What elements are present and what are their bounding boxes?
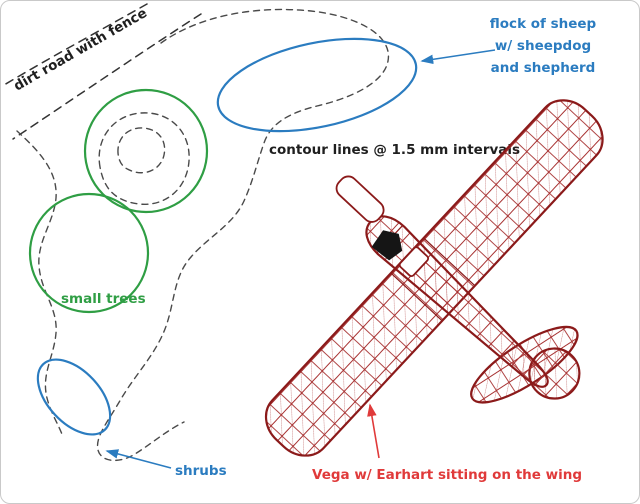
small-trees: small trees	[28, 88, 209, 314]
road-line-lower	[12, 13, 202, 140]
flock-label-line-2: w/ sheepdog	[495, 38, 591, 54]
vega-arrow	[367, 403, 380, 459]
contour-path-main	[96, 8, 390, 461]
vega-plane: Vega w/ Earhart sitting on the wing	[264, 99, 604, 483]
contour-hill-outer	[98, 112, 190, 205]
plane-body-group	[264, 99, 604, 457]
road-label: dirt road with fence	[11, 5, 150, 94]
plane-spinner	[371, 230, 403, 261]
flock-label-line-3: and shepherd	[491, 60, 596, 76]
flock-label-line-1: flock of sheep	[490, 16, 597, 32]
tree-circle-lower	[28, 192, 150, 314]
shrubs-ellipse	[36, 358, 112, 436]
plane-propeller-blade	[335, 175, 385, 223]
shrubs-arrow	[105, 449, 172, 469]
flock-ellipse	[216, 37, 418, 133]
contour-hill-inner	[117, 127, 166, 174]
flock-of-sheep: flock of sheep w/ sheepdog and shepherd	[216, 16, 597, 133]
dirt-road: dirt road with fence	[3, 3, 202, 140]
plane-cabin-panel	[398, 246, 430, 277]
shrubs: shrubs	[36, 358, 227, 479]
shrubs-label: shrubs	[175, 463, 227, 479]
small-trees-label: small trees	[61, 291, 146, 307]
vega-label: Vega w/ Earhart sitting on the wing	[312, 467, 582, 483]
road-line-upper	[3, 3, 148, 86]
flock-arrow	[420, 49, 496, 65]
tree-circle-upper	[83, 88, 209, 214]
contour-label: contour lines @ 1.5 mm intervals	[269, 142, 520, 158]
plane-wing-root-lines	[390, 237, 476, 322]
contour-lines: contour lines @ 1.5 mm intervals	[16, 8, 520, 461]
